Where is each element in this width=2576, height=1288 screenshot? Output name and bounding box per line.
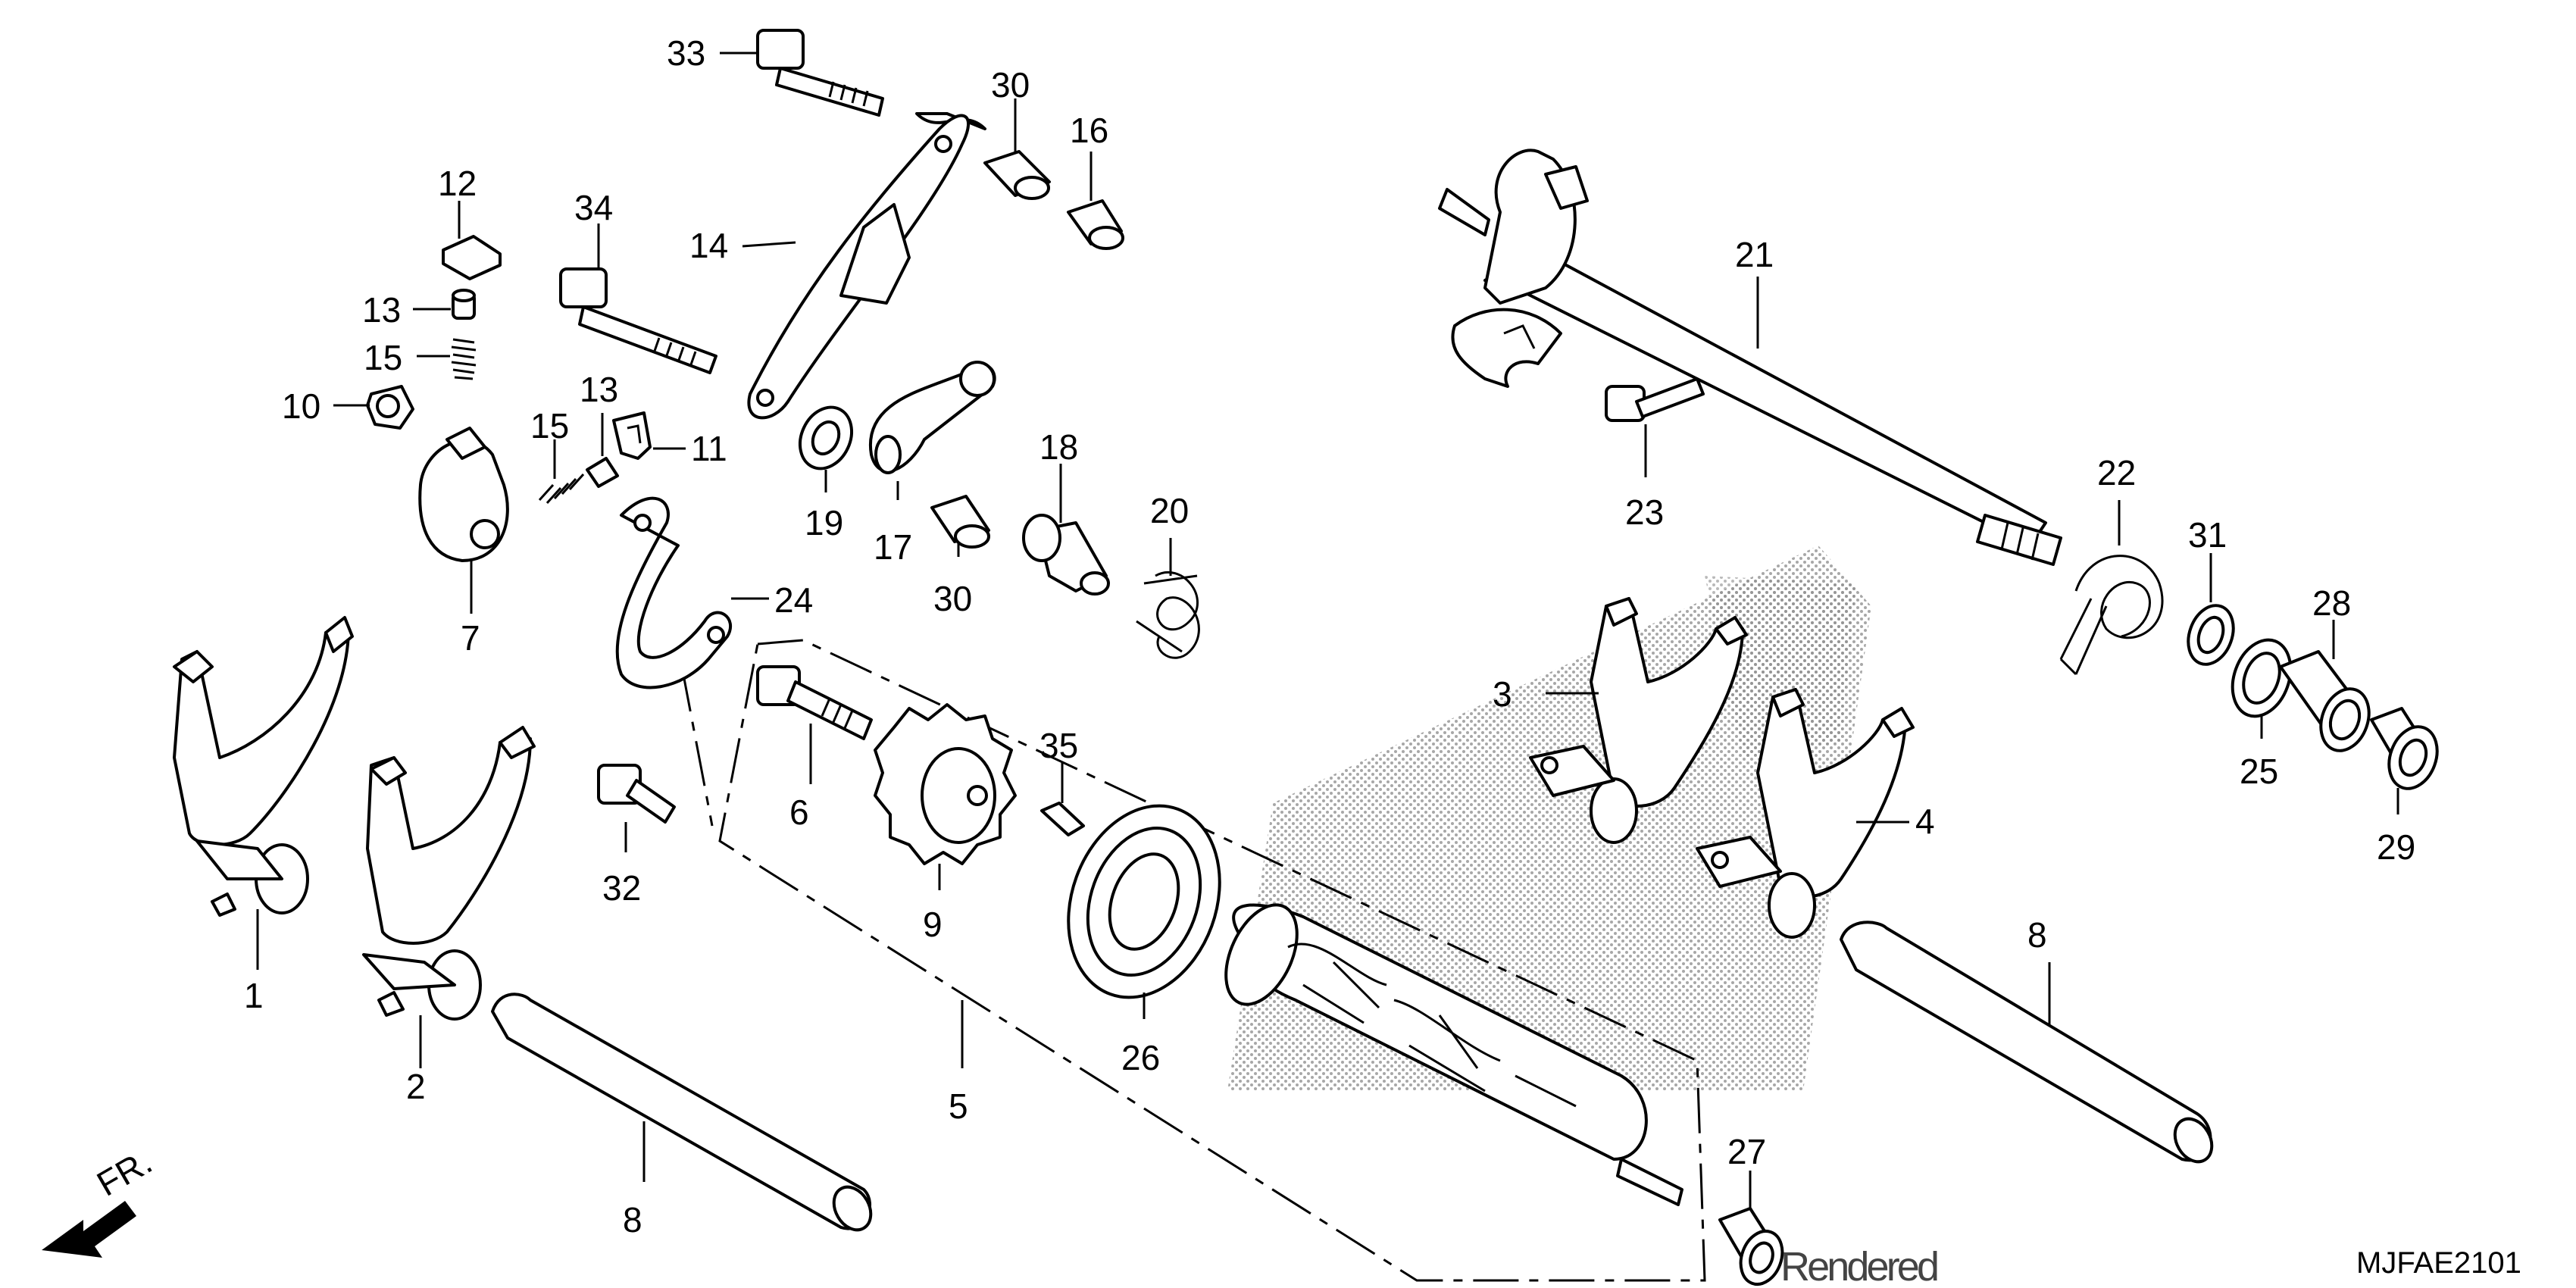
shift-fork-3[interactable] bbox=[1529, 597, 1748, 844]
needle-bearing-28[interactable] bbox=[2279, 650, 2377, 758]
callout-17: 17 bbox=[874, 527, 912, 567]
stipple-shade-right bbox=[1705, 576, 1856, 758]
callout-16: 16 bbox=[1070, 111, 1108, 150]
bearing-27[interactable] bbox=[1718, 1207, 1790, 1288]
oil-seal-29[interactable] bbox=[2370, 707, 2446, 796]
bolt-6[interactable] bbox=[756, 665, 873, 740]
callout-29: 29 bbox=[2377, 827, 2415, 867]
callout-8-right: 8 bbox=[2027, 915, 2047, 955]
pin-13-left[interactable] bbox=[452, 289, 476, 320]
spring-15-left[interactable] bbox=[451, 338, 477, 380]
callout-2: 2 bbox=[406, 1067, 426, 1106]
callout-31: 31 bbox=[2188, 515, 2227, 555]
callout-30-top: 30 bbox=[991, 65, 1030, 105]
callout-5: 5 bbox=[949, 1086, 968, 1126]
callout-25: 25 bbox=[2240, 752, 2278, 791]
star-gear-9[interactable] bbox=[874, 703, 1017, 865]
callout-15-mid: 15 bbox=[530, 406, 569, 445]
shift-fork-2[interactable] bbox=[362, 726, 536, 1021]
washer-25[interactable] bbox=[2222, 632, 2300, 724]
callout-11: 11 bbox=[691, 429, 727, 468]
bolt-34[interactable] bbox=[559, 267, 717, 374]
callout-34: 34 bbox=[574, 188, 613, 227]
callout-15-left: 15 bbox=[364, 338, 402, 377]
callout-7: 7 bbox=[461, 618, 480, 658]
callout-20: 20 bbox=[1150, 491, 1189, 530]
fork-shaft-8-left[interactable] bbox=[491, 993, 878, 1236]
shift-spindle-21[interactable] bbox=[1438, 148, 2062, 566]
cap-12[interactable] bbox=[442, 235, 502, 280]
callout-9: 9 bbox=[923, 905, 943, 944]
callout-3: 3 bbox=[1493, 674, 1512, 714]
spring-20[interactable] bbox=[1136, 571, 1200, 659]
front-label: FR. bbox=[90, 1142, 158, 1204]
shift-fork-1[interactable] bbox=[173, 616, 354, 917]
callout-6: 6 bbox=[789, 792, 809, 832]
bearing-26[interactable] bbox=[1043, 784, 1245, 1018]
bolt-33[interactable] bbox=[756, 29, 884, 117]
callout-13-mid: 13 bbox=[580, 370, 618, 409]
collar-30-top[interactable] bbox=[983, 150, 1051, 200]
callout-13-left: 13 bbox=[362, 290, 401, 330]
callout-35: 35 bbox=[1039, 726, 1078, 765]
collar-30-lower[interactable] bbox=[930, 495, 990, 549]
bolt-32[interactable] bbox=[597, 764, 676, 824]
callout-18: 18 bbox=[1039, 427, 1078, 467]
assembly-outline bbox=[718, 639, 1706, 1282]
washer-19[interactable] bbox=[790, 399, 861, 477]
plate-14[interactable] bbox=[747, 112, 986, 420]
stopper-arm-7[interactable] bbox=[418, 427, 509, 562]
callout-32: 32 bbox=[602, 868, 641, 908]
callout-27: 27 bbox=[1727, 1132, 1766, 1171]
callout-30-lower: 30 bbox=[933, 579, 972, 618]
callout-28: 28 bbox=[2312, 583, 2351, 623]
callout-23: 23 bbox=[1625, 492, 1664, 532]
callout-26: 26 bbox=[1121, 1038, 1160, 1077]
assembly-bracket-line bbox=[680, 666, 714, 827]
callout-1: 1 bbox=[244, 976, 264, 1015]
callout-19: 19 bbox=[805, 503, 843, 542]
diagram-code: MJFAE2101 bbox=[2356, 1246, 2521, 1280]
shift-fork-4[interactable] bbox=[1696, 688, 1915, 939]
callout-4: 4 bbox=[1915, 802, 1935, 841]
callout-8-left: 8 bbox=[623, 1200, 642, 1240]
overlay-text: Rendered bbox=[1780, 1244, 1940, 1288]
pin-13-mid[interactable] bbox=[586, 457, 619, 488]
callout-21: 21 bbox=[1735, 235, 1774, 274]
bushing-16[interactable] bbox=[1067, 199, 1124, 250]
return-spring-22[interactable] bbox=[2059, 555, 2164, 676]
circlip-31[interactable] bbox=[2181, 599, 2241, 671]
callout-12: 12 bbox=[438, 164, 477, 203]
callout-24: 24 bbox=[774, 580, 813, 620]
callout-14: 14 bbox=[689, 226, 728, 265]
bolt-23[interactable] bbox=[1605, 377, 1705, 422]
clip-11[interactable] bbox=[612, 411, 652, 460]
front-direction-arrow: FR. bbox=[42, 1142, 158, 1258]
pin-35[interactable] bbox=[1040, 802, 1085, 836]
collar-18[interactable] bbox=[1022, 514, 1110, 596]
callout-22: 22 bbox=[2097, 453, 2136, 492]
spring-15-mid[interactable] bbox=[538, 473, 585, 505]
fork-shaft-8-right[interactable] bbox=[1840, 921, 2219, 1168]
lever-17[interactable] bbox=[868, 361, 996, 474]
callout-10: 10 bbox=[282, 386, 320, 426]
nut-10[interactable] bbox=[366, 385, 414, 430]
shift-drum-5[interactable] bbox=[1211, 894, 1683, 1206]
plate-24[interactable] bbox=[615, 496, 733, 689]
callout-33: 33 bbox=[667, 33, 705, 73]
